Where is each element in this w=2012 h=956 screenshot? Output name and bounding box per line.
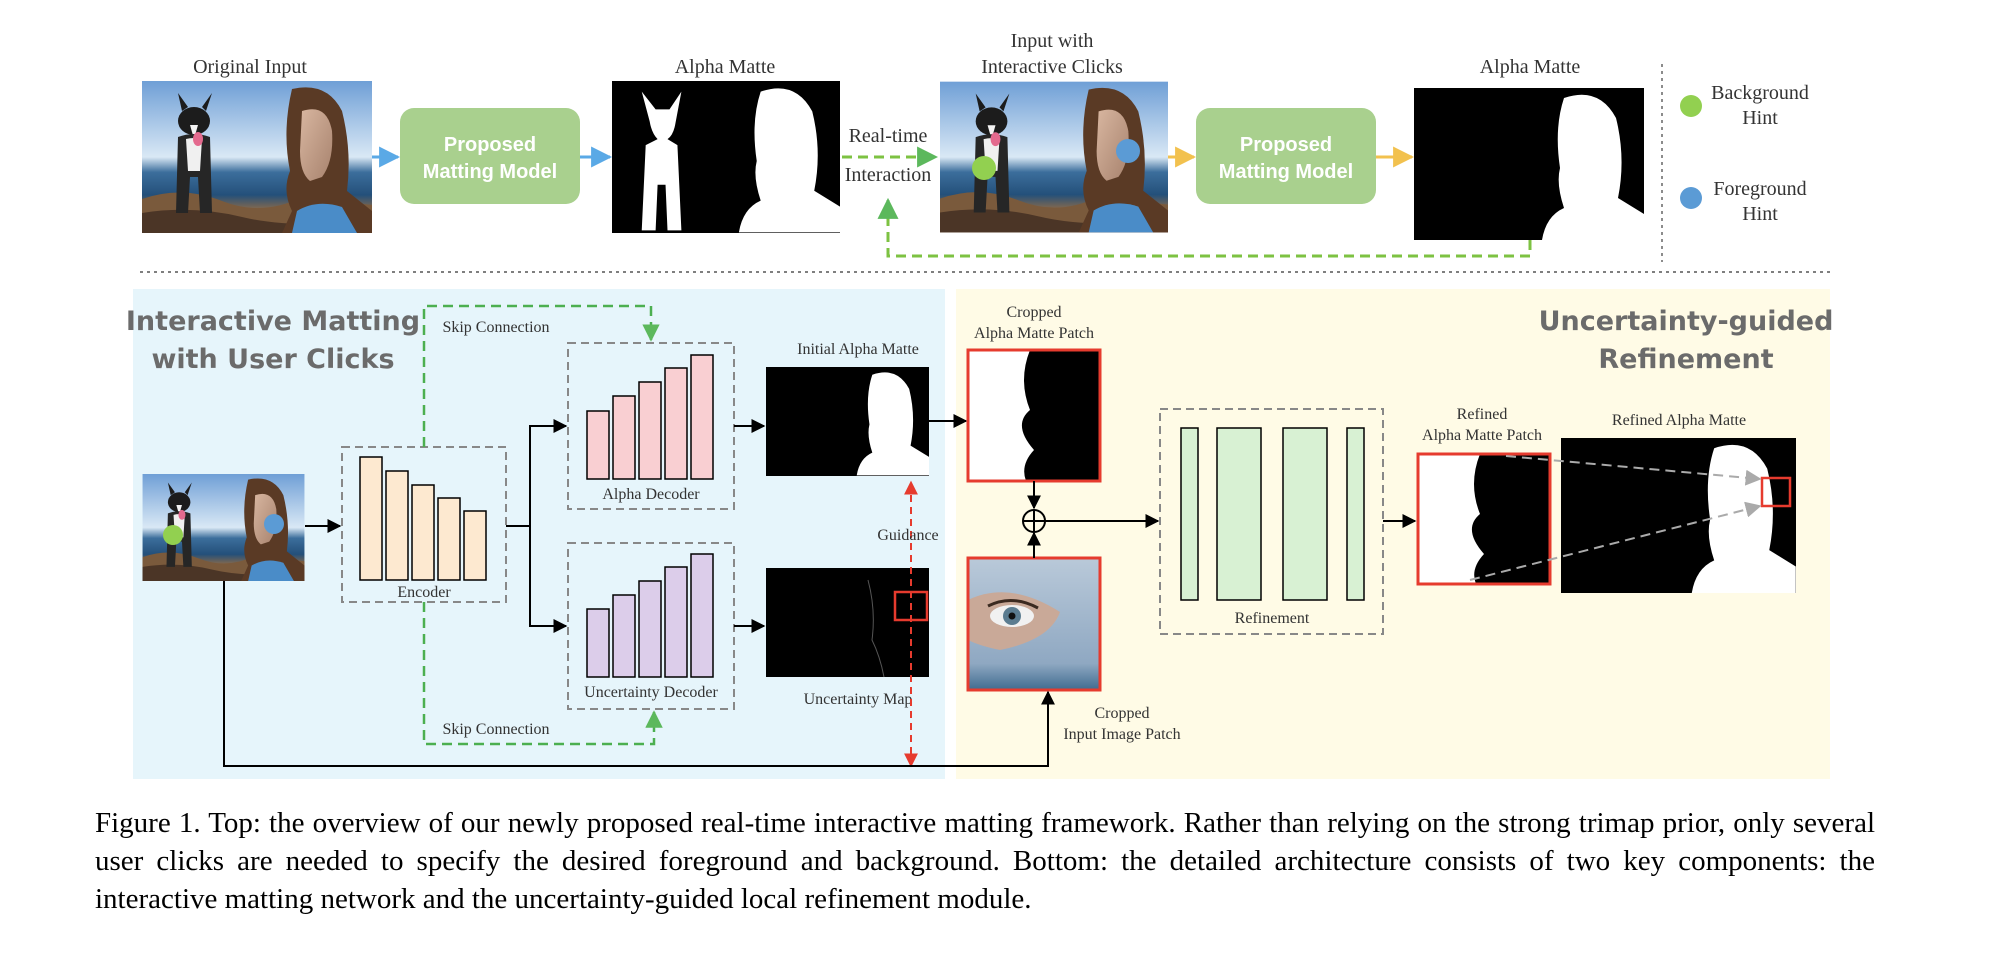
cropped-input-label-line2: Input Image Patch [1063,726,1180,743]
refine-bar-4 [1346,427,1365,601]
refine-bar-2 [1216,427,1262,601]
refine-bar-3 [1282,427,1328,601]
alpha-bar-1 [586,410,610,480]
realtime-label-line1: Real-time [849,125,928,147]
proposed-model-box-1 [400,108,580,204]
uncertainty-bar-3 [638,580,662,678]
alpha-bar-3 [638,381,662,480]
skip-connection-top [422,304,660,447]
refined-patch-label-line2: Alpha Matte Patch [1422,427,1542,444]
refined-patch-label-line1: Refined [1457,406,1508,423]
uncertainty-bar-4 [664,566,688,678]
alpha-bar-2 [612,395,636,480]
guidance-label: Guidance [877,527,938,544]
uncertainty-decoder-label: Uncertainty Decoder [584,684,718,701]
right-panel-title-line2: Refinement [1598,344,1773,375]
refined-patch-border [1416,452,1552,586]
refinement-bars [1180,427,1365,601]
feedback-dashed-arrow [877,197,1532,258]
cropped-alpha-profile [968,350,1034,481]
uncertainty-edge-trace [867,579,885,678]
alpha-decoder-label: Alpha Decoder [602,486,700,503]
uncertainty-map-image [766,568,929,677]
original-input-image [142,81,372,233]
input-background-click [163,525,183,545]
background-hint-dot [1680,95,1702,117]
input-foreground-click [264,514,284,534]
foreground-hint-label-line2: Hint [1742,203,1778,225]
original-input-label: Original Input [193,56,307,78]
foreground-hint-label-line1: Foreground [1713,178,1806,200]
zoom-dashed-bottom [1469,501,1762,581]
refinement-label: Refinement [1235,610,1310,627]
cropped-alpha-label-line1: Cropped [1006,304,1061,321]
encoder-bar-2 [385,470,409,581]
cropped-input-label-line1: Cropped [1094,705,1149,722]
arrow-encoder-to-uncertainty-decoder [529,526,568,633]
zoom-dashed-top [1505,455,1762,486]
background-click-dot [972,156,996,180]
refined-alpha-label: Refined Alpha Matte [1612,412,1746,429]
uncertainty-bar-1 [586,608,610,678]
skip-connection-top-label: Skip Connection [442,319,549,336]
encoder-bars [359,456,487,581]
foreground-hint-dot [1680,187,1702,209]
alpha-bar-5 [690,354,714,480]
alpha-matte-label-2: Alpha Matte [1480,56,1581,78]
figure-caption: Figure 1. Top: the overview of our newly… [95,804,1875,918]
uncertainty-bar-5 [690,553,714,678]
figure-caption-text: Figure 1. Top: the overview of our newly… [95,807,1875,915]
foreground-click-dot [1116,139,1140,163]
model-label-2-line1: Proposed [1240,134,1332,156]
uncertainty-map-label: Uncertainty Map [804,691,913,708]
refined-alpha-highlight-box [1760,476,1792,508]
left-panel-title-line1: Interactive Matting [126,306,420,337]
right-panel-title-line1: Uncertainty-guided [1539,306,1834,337]
encoder-bar-1 [359,456,383,581]
proposed-model-box-2 [1196,108,1376,204]
cropped-alpha-label-line2: Alpha Matte Patch [974,325,1094,342]
alpha-matte-label-1: Alpha Matte [675,56,776,78]
clicks-label-line2: Interactive Clicks [981,56,1123,78]
skip-connection-bottom [422,602,663,746]
alpha-decoder-bars [586,354,714,480]
model-label-2-line2: Matting Model [1219,161,1353,183]
model-label-1-line1: Proposed [444,134,536,156]
initial-alpha-label: Initial Alpha Matte [797,341,919,358]
encoder-bar-5 [463,510,487,581]
encoder-bar-4 [437,497,461,581]
realtime-label-line2: Interaction [845,164,932,186]
background-hint-label-line2: Hint [1742,107,1778,129]
uncertainty-bar-2 [612,594,636,678]
background-hint-label-line1: Background [1711,82,1809,104]
cropped-eye-lashes [987,599,1039,610]
arrow-input-to-cropped-patch [223,581,1055,767]
alpha-bar-4 [664,367,688,480]
uncertainty-decoder-bars [586,553,714,678]
skip-connection-bottom-label: Skip Connection [442,721,549,738]
refined-patch-profile [1418,454,1484,584]
arrow-encoder-to-alpha-decoder [506,419,568,527]
refinement-box [1159,408,1384,635]
encoder-label: Encoder [397,584,451,601]
left-panel-title-line2: with User Clicks [151,344,394,375]
refine-bar-1 [1180,427,1199,601]
cropped-eye-pupil [1008,612,1016,620]
encoder-bar-3 [411,484,435,581]
model-label-1-line2: Matting Model [423,161,557,183]
clicks-label-line1: Input with [1011,30,1094,52]
